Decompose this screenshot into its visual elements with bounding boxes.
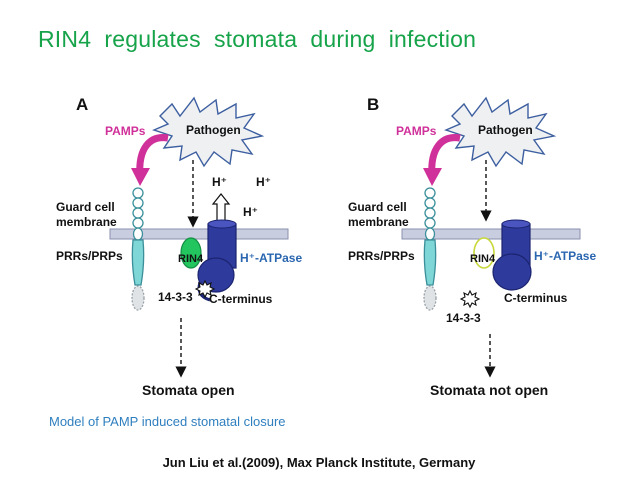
h-atpase-label-a: H⁺-ATPase bbox=[240, 251, 302, 265]
panel-a-letter: A bbox=[76, 95, 88, 114]
protein-1433-label-b: 14-3-3 bbox=[446, 311, 481, 325]
h-atpase-label-b: H⁺-ATPase bbox=[534, 249, 596, 263]
panel-b: B Pathogen PAMPs Guard cell membrane PRR… bbox=[348, 95, 596, 398]
protein-1433-b bbox=[459, 289, 481, 309]
panel-a: A Pathogen PAMPs H⁺ H⁺ H⁺ Guard cell mem… bbox=[56, 95, 302, 398]
c-terminus-label-b: C-terminus bbox=[504, 291, 568, 305]
prrs-label-b: PRRs/PRPs bbox=[348, 249, 415, 263]
receptor-a bbox=[131, 187, 145, 311]
pamps-label-a: PAMPs bbox=[105, 124, 146, 138]
panel-b-letter: B bbox=[367, 95, 379, 114]
pathogen-label-a: Pathogen bbox=[186, 123, 241, 137]
slide-title: RIN4 regulates stomata during infection bbox=[38, 26, 477, 52]
h-plus-a-1: H⁺ bbox=[212, 175, 227, 189]
guard-cell-label-a-2: membrane bbox=[56, 215, 117, 229]
guard-cell-label-b-1: Guard cell bbox=[348, 200, 407, 214]
pathogen-starburst-b bbox=[444, 96, 557, 168]
figure-caption: Model of PAMP induced stomatal closure bbox=[49, 414, 286, 429]
outcome-label-b: Stomata not open bbox=[430, 382, 548, 398]
c-terminus-label-a: C-terminus bbox=[209, 292, 273, 306]
pamps-arrowhead-b bbox=[423, 168, 442, 186]
pathogen-starburst-a bbox=[152, 96, 265, 168]
pathogen-label-b: Pathogen bbox=[478, 123, 533, 137]
h-plus-a-2: H⁺ bbox=[256, 175, 271, 189]
h-atpase-b bbox=[492, 219, 532, 291]
pamps-label-b: PAMPs bbox=[396, 124, 437, 138]
guard-cell-label-a-1: Guard cell bbox=[56, 200, 115, 214]
pamps-arrowhead-a bbox=[131, 168, 150, 186]
membrane-b bbox=[401, 228, 581, 240]
rin4-b bbox=[473, 237, 495, 269]
protein-1433-a bbox=[194, 279, 216, 299]
membrane-a bbox=[109, 228, 289, 240]
guard-cell-label-b-2: membrane bbox=[348, 215, 409, 229]
receptor-b bbox=[423, 187, 437, 311]
proton-arrow-a bbox=[211, 193, 231, 223]
h-atpase-a bbox=[197, 219, 237, 302]
outcome-label-a: Stomata open bbox=[142, 382, 235, 398]
prrs-label-a: PRRs/PRPs bbox=[56, 249, 123, 263]
rin4-label-b: RIN4 bbox=[470, 253, 496, 265]
rin4-a bbox=[180, 237, 202, 269]
protein-1433-label-a: 14-3-3 bbox=[158, 290, 193, 304]
citation: Jun Liu et al.(2009), Max Planck Institu… bbox=[162, 455, 476, 470]
h-plus-a-3: H⁺ bbox=[243, 205, 258, 219]
rin4-label-a: RIN4 bbox=[178, 253, 204, 265]
